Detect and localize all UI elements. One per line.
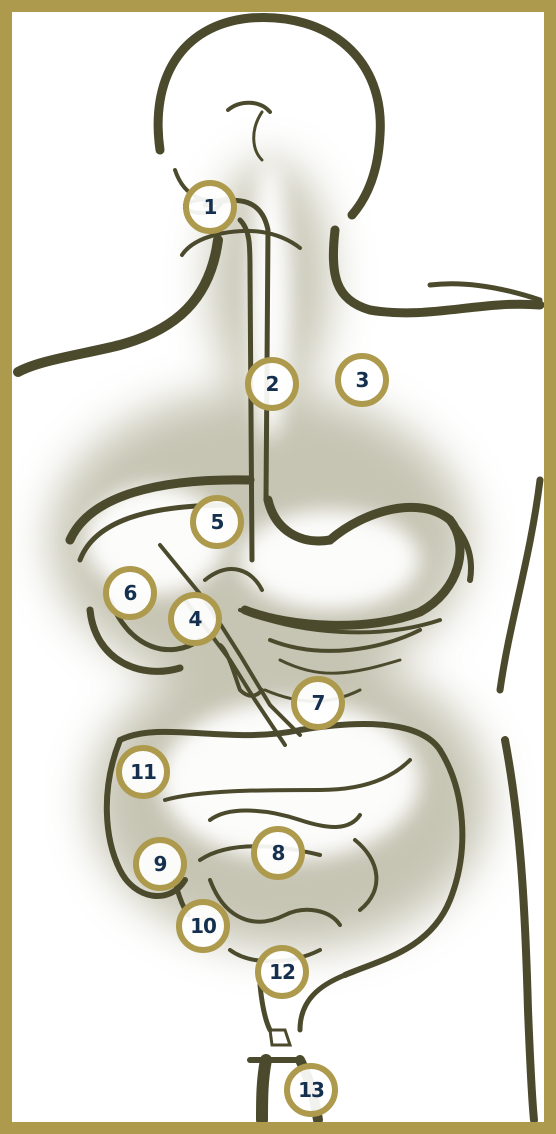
- marker-10: 10: [176, 899, 230, 953]
- marker-11: 11: [116, 745, 170, 799]
- marker-label: 12: [269, 960, 295, 984]
- marker-4: 4: [168, 592, 222, 646]
- marker-label: 11: [130, 760, 156, 784]
- marker-12: 12: [255, 945, 309, 999]
- marker-6: 6: [103, 566, 157, 620]
- marker-label: 1: [204, 195, 217, 219]
- marker-label: 3: [356, 368, 369, 392]
- marker-label: 13: [298, 1078, 324, 1102]
- marker-label: 2: [266, 372, 279, 396]
- marker-2: 2: [245, 357, 299, 411]
- marker-label: 7: [312, 691, 325, 715]
- marker-label: 4: [189, 607, 202, 631]
- marker-label: 6: [124, 581, 137, 605]
- marker-label: 9: [154, 852, 167, 876]
- marker-7: 7: [291, 676, 345, 730]
- marker-8: 8: [251, 826, 305, 880]
- marker-label: 8: [272, 841, 285, 865]
- marker-13: 13: [284, 1063, 338, 1117]
- marker-3: 3: [335, 353, 389, 407]
- marker-label: 10: [190, 914, 216, 938]
- marker-9: 9: [133, 837, 187, 891]
- marker-label: 5: [211, 510, 224, 534]
- marker-1: 1: [183, 180, 237, 234]
- marker-5: 5: [190, 495, 244, 549]
